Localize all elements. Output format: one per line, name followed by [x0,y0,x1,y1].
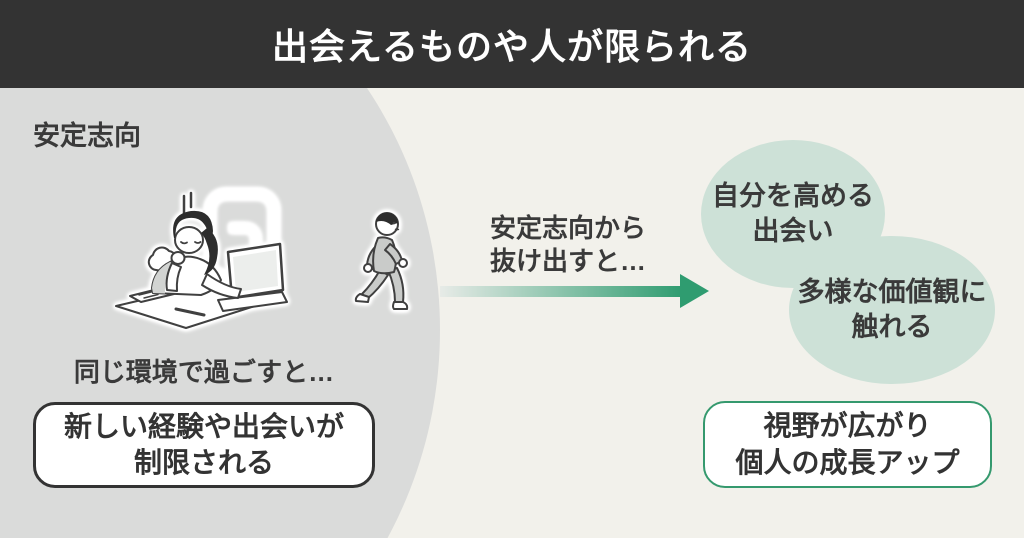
pen-icon [174,307,206,317]
benefit-top-line1: 自分を高める [712,181,874,212]
limited-result-line1: 新しい経験や出会いが [63,410,344,442]
prop-arm [165,262,182,292]
benefit-top-line2: 出会い [752,216,834,246]
back-leg [361,269,389,300]
extended-arm [201,273,242,299]
growth-result-line1: 視野が広がり [763,410,932,442]
benefit-bottom-line1: 多様な価値観に [797,277,987,308]
page-title: 出会えるものや人が限られる [272,26,752,67]
gloom-lines-icon [182,191,193,216]
hair [173,210,218,275]
front-shoe [392,301,409,310]
growth-result-box: 視野が広がり 個人の成長アップ [703,401,992,488]
transition-arrow-icon [440,274,709,308]
fist [170,251,186,265]
benefit-bubble-values: 多様な価値観に 触れる [789,236,995,384]
back-shoe [354,293,370,303]
transition-caption: 安定志向から 抜け出すと… [440,212,696,278]
transition-line1: 安定志向から [489,213,646,243]
limited-result-box: 新しい経験や出会いが 制限される [33,402,375,488]
benefit-bubble-encounters: 自分を高める 出会い [701,140,885,288]
transition-line2: 抜け出すと… [489,246,646,277]
mouth [394,228,400,231]
front-arm [384,243,403,265]
left-caption: 同じ環境で過ごすと… [73,357,335,387]
limited-result-line2: 制限される [133,447,274,478]
face [174,226,204,254]
title-bar: 出会えるものや人が限られる [0,0,1024,88]
closed-eyes [180,241,202,245]
hair [376,212,398,225]
benefit-bottom-line2: 触れる [851,312,933,342]
back-hand [363,263,373,273]
stability-label: 安定志向 [33,121,141,151]
eye [392,221,396,225]
front-hand [398,258,408,268]
bored-woman-at-desk-illustration [115,189,288,329]
walking-person-illustration [354,212,409,310]
laptop-base [217,291,288,312]
growth-result-line2: 個人の成長アップ [735,446,960,478]
